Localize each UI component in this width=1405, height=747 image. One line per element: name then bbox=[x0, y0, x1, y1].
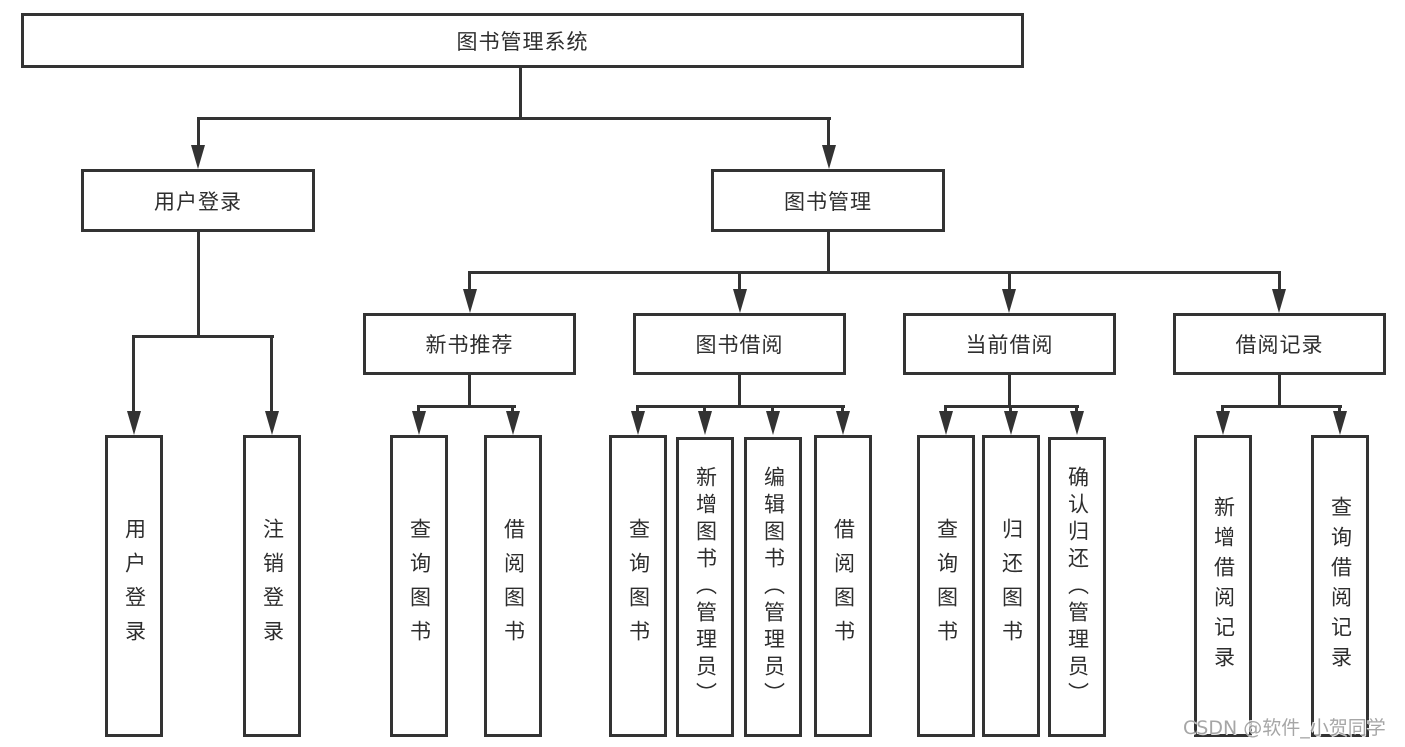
leaf-borrow-add-books-admin: 新增图书（管理员） bbox=[676, 437, 734, 737]
arrow-down-icon bbox=[463, 289, 477, 313]
connector-line bbox=[636, 405, 845, 408]
leaf-label: 查询图书 bbox=[407, 518, 432, 654]
connector-line bbox=[1221, 405, 1342, 408]
arrow-down-icon bbox=[1272, 289, 1286, 313]
node-current-borrowing: 当前借阅 bbox=[903, 313, 1116, 375]
leaf-borrow-query-books: 查询图书 bbox=[609, 435, 667, 737]
connector-line bbox=[1075, 405, 1078, 414]
connector-line bbox=[468, 375, 471, 407]
connector-line bbox=[132, 335, 274, 338]
leaf-logout: 注销登录 bbox=[243, 435, 301, 737]
node-new-book-recommendation: 新书推荐 bbox=[363, 313, 576, 375]
connector-line bbox=[417, 405, 516, 408]
connector-line bbox=[841, 405, 844, 414]
arrow-down-icon bbox=[822, 145, 836, 169]
leaf-label: 新增图书（管理员） bbox=[693, 465, 718, 709]
connector-line bbox=[417, 405, 420, 414]
node-borrowing-records: 借阅记录 bbox=[1173, 313, 1386, 375]
leaf-current-confirm-return-admin: 确认归还（管理员） bbox=[1048, 437, 1106, 737]
connector-line bbox=[511, 405, 514, 414]
arrow-down-icon bbox=[1216, 411, 1230, 435]
connector-line bbox=[703, 405, 706, 414]
node-library-management-system: 图书管理系统 bbox=[21, 13, 1024, 68]
leaf-label: 注销登录 bbox=[260, 518, 285, 654]
connector-line bbox=[197, 232, 200, 338]
arrow-down-icon bbox=[1002, 289, 1016, 313]
connector-line bbox=[468, 271, 471, 293]
connector-line bbox=[519, 65, 522, 120]
node-book-management: 图书管理 bbox=[711, 169, 945, 232]
connector-line bbox=[1009, 405, 1012, 414]
arrow-down-icon bbox=[412, 411, 426, 435]
connector-line bbox=[1008, 271, 1011, 293]
leaf-recommend-borrow-books: 借阅图书 bbox=[484, 435, 542, 737]
connector-line bbox=[1008, 375, 1011, 407]
leaf-user-login: 用户登录 bbox=[105, 435, 163, 737]
leaf-label: 确认归还（管理员） bbox=[1065, 465, 1090, 709]
leaf-borrow-borrow-books: 借阅图书 bbox=[814, 435, 872, 737]
leaf-label: 借阅图书 bbox=[501, 518, 526, 654]
connector-line bbox=[1221, 405, 1224, 414]
leaf-label: 查询借阅记录 bbox=[1328, 496, 1353, 676]
connector-line bbox=[1338, 405, 1341, 414]
arrow-down-icon bbox=[766, 411, 780, 435]
leaf-current-query-books: 查询图书 bbox=[917, 435, 975, 737]
leaf-label: 查询图书 bbox=[626, 518, 651, 654]
leaf-label: 借阅图书 bbox=[831, 518, 856, 654]
connector-line bbox=[827, 232, 830, 274]
arrow-down-icon bbox=[939, 411, 953, 435]
connector-line bbox=[1278, 271, 1281, 293]
leaf-label: 用户登录 bbox=[122, 518, 147, 654]
arrow-down-icon bbox=[836, 411, 850, 435]
arrow-down-icon bbox=[1004, 411, 1018, 435]
csdn-watermark: CSDN @软件_小贺同学 bbox=[1183, 717, 1386, 739]
arrow-down-icon bbox=[1070, 411, 1084, 435]
leaf-recommend-query-books: 查询图书 bbox=[390, 435, 448, 737]
leaf-label: 查询图书 bbox=[934, 518, 959, 654]
connector-line bbox=[1278, 375, 1281, 407]
arrow-down-icon bbox=[506, 411, 520, 435]
arrow-down-icon bbox=[127, 411, 141, 435]
node-user-login: 用户登录 bbox=[81, 169, 315, 232]
connector-line bbox=[270, 335, 273, 413]
arrow-down-icon bbox=[631, 411, 645, 435]
connector-line bbox=[738, 375, 741, 407]
leaf-label: 编辑图书（管理员） bbox=[761, 465, 786, 709]
connector-line bbox=[944, 405, 947, 414]
arrow-down-icon bbox=[1333, 411, 1347, 435]
connector-line bbox=[197, 117, 831, 120]
leaf-label: 新增借阅记录 bbox=[1211, 496, 1236, 676]
connector-line bbox=[468, 271, 1281, 274]
connector-line bbox=[132, 335, 135, 413]
leaf-label: 归还图书 bbox=[999, 518, 1024, 654]
connector-line bbox=[738, 271, 741, 293]
node-book-borrowing: 图书借阅 bbox=[633, 313, 846, 375]
connector-line bbox=[827, 117, 830, 147]
arrow-down-icon bbox=[265, 411, 279, 435]
arrow-down-icon bbox=[191, 145, 205, 169]
connector-line bbox=[771, 405, 774, 414]
arrow-down-icon bbox=[733, 289, 747, 313]
leaf-borrow-edit-books-admin: 编辑图书（管理员） bbox=[744, 437, 802, 737]
connector-line bbox=[636, 405, 639, 414]
leaf-records-query-record: 查询借阅记录 bbox=[1311, 435, 1369, 737]
arrow-down-icon bbox=[698, 411, 712, 435]
connector-line bbox=[197, 117, 200, 147]
leaf-current-return-books: 归还图书 bbox=[982, 435, 1040, 737]
leaf-records-add-record: 新增借阅记录 bbox=[1194, 435, 1252, 737]
